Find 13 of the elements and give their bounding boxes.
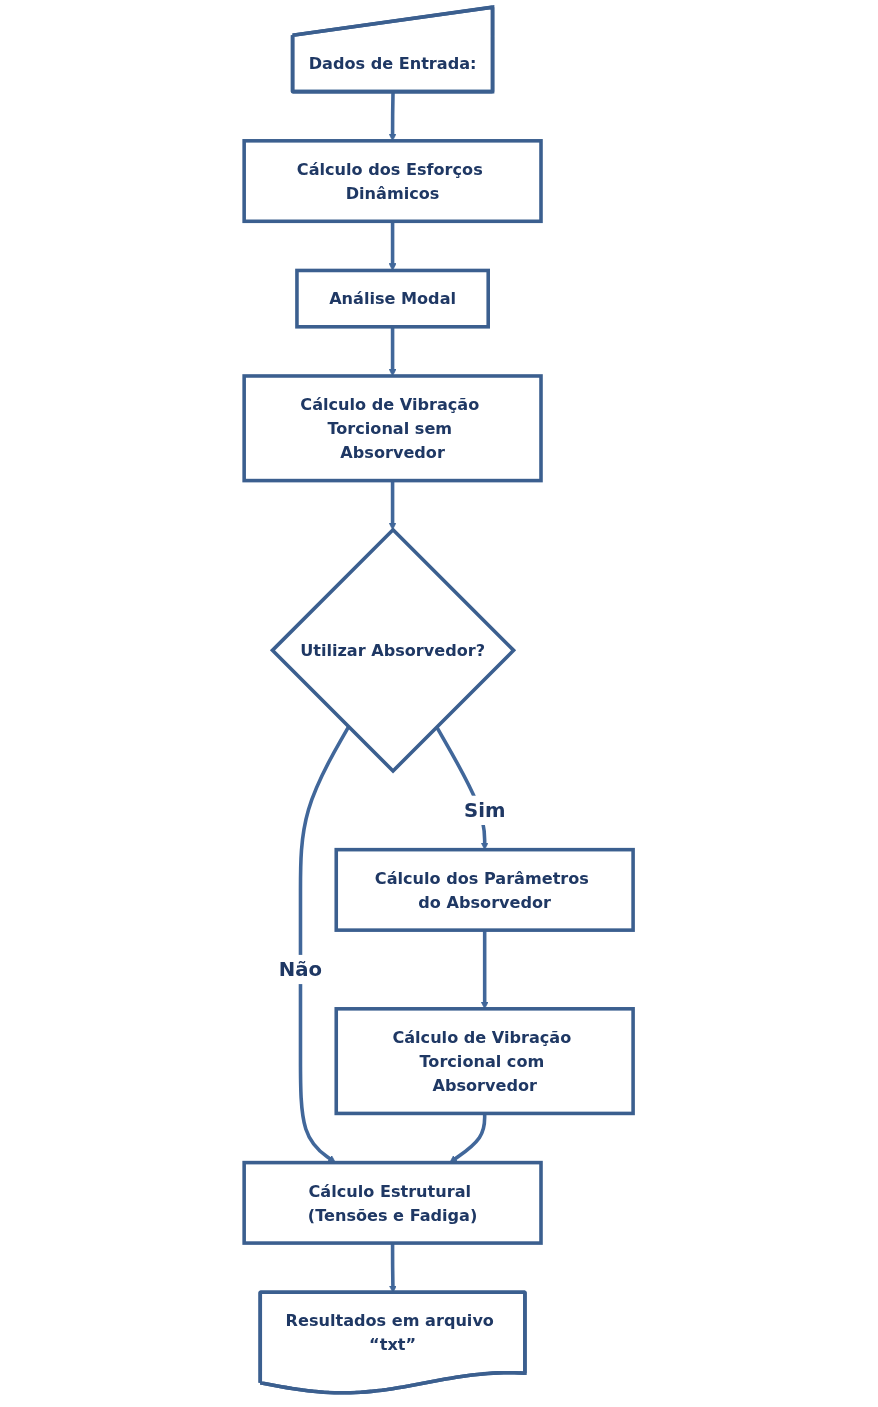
node-diamond: Utilizar Absorvedor? [270, 527, 517, 774]
node-box: Cálculo dos Parâmetros do Absorvedor [334, 847, 636, 932]
node-box: Cálculo Estrutural (Tensões e Fadiga) [242, 1160, 544, 1245]
arrow [389, 221, 397, 271]
edge-label: Não [279, 958, 323, 981]
node-box: Cálculo dos Esforços Dinâmicos [242, 139, 544, 224]
arrow [299, 726, 351, 1163]
arrow [449, 1113, 487, 1163]
edge-label: Sim [464, 799, 506, 822]
node-box: Análise Modal [295, 268, 491, 329]
arrow [389, 480, 397, 531]
node-box: Cálculo de Vibração Torcional sem Absorvedor [242, 374, 544, 483]
node-box: Cálculo de Vibração Torcional com Absorvedor [334, 1007, 636, 1116]
